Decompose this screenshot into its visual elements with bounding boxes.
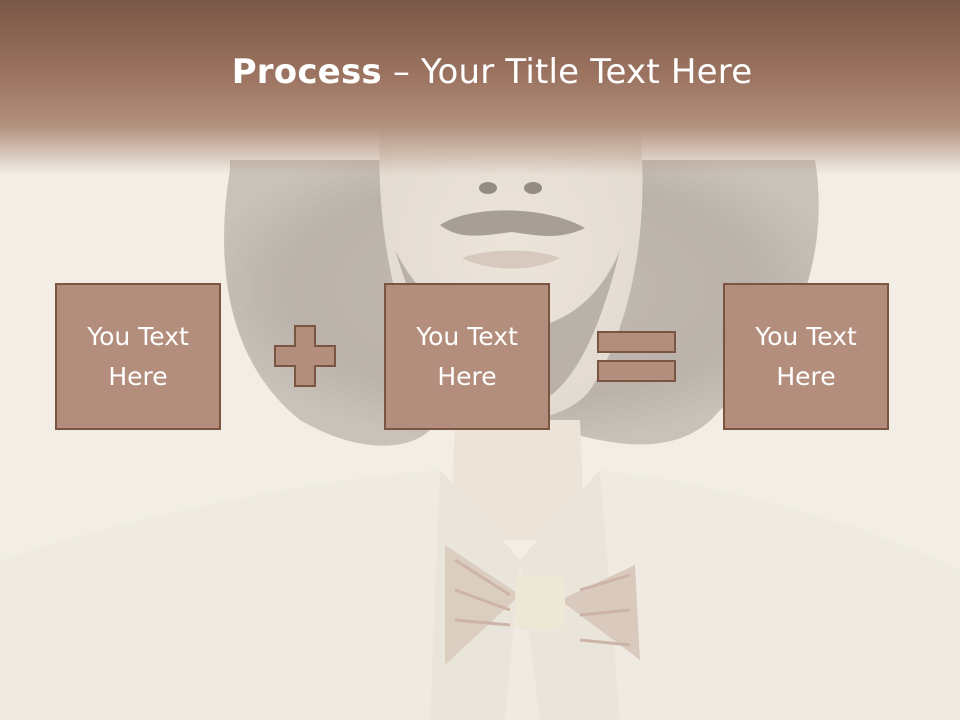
process-box-1[interactable]: You Text Here (55, 283, 221, 430)
title-bold: Process (231, 52, 382, 92)
slide-title: Process – Your Title Text Here (0, 52, 960, 92)
process-box-1-text: You Text Here (87, 321, 189, 391)
process-box-2-text: You Text Here (416, 321, 518, 391)
process-box-3[interactable]: You Text Here (723, 283, 889, 430)
process-box-3-text: You Text Here (755, 321, 857, 391)
plus-icon (274, 325, 336, 387)
title-rest: – Your Title Text Here (381, 52, 753, 92)
title-band (0, 0, 960, 175)
equals-icon (597, 331, 676, 382)
process-box-2[interactable]: You Text Here (384, 283, 550, 430)
